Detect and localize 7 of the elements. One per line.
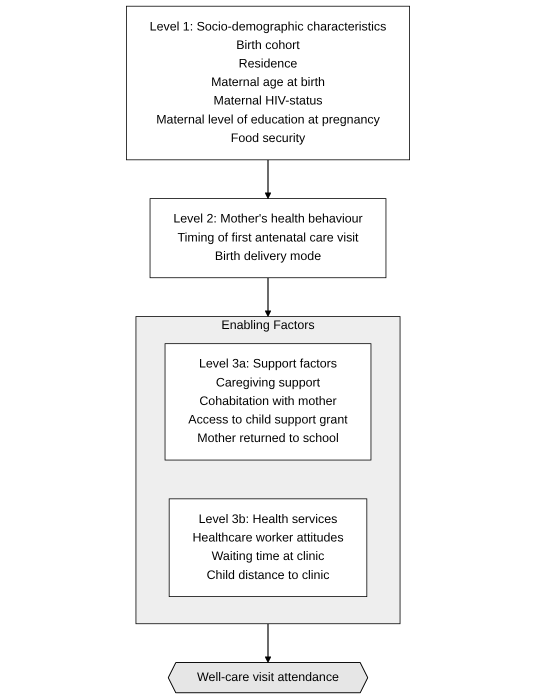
node-box: Level 2: Mother's health behaviour Timing of first antenatal care visit Birth delivery mode bbox=[150, 198, 386, 278]
arrow bbox=[264, 160, 272, 199]
node-box: Level 3b: Health services Healthcare worker attitudes Waiting time at clinic Child distance to clinic bbox=[168, 498, 368, 597]
arrow bbox=[264, 278, 272, 317]
node-box: Level 1: Socio-demographic characteristics Birth cohort Residence Maternal age at birth Maternal HIV-status Maternal level of education at pregnancy Food security bbox=[126, 6, 410, 160]
node-box: Level 3a: Support factors Caregiving support Cohabitation with mother Access to child support grant Mother returned to school bbox=[164, 343, 372, 460]
arrow bbox=[264, 624, 272, 663]
